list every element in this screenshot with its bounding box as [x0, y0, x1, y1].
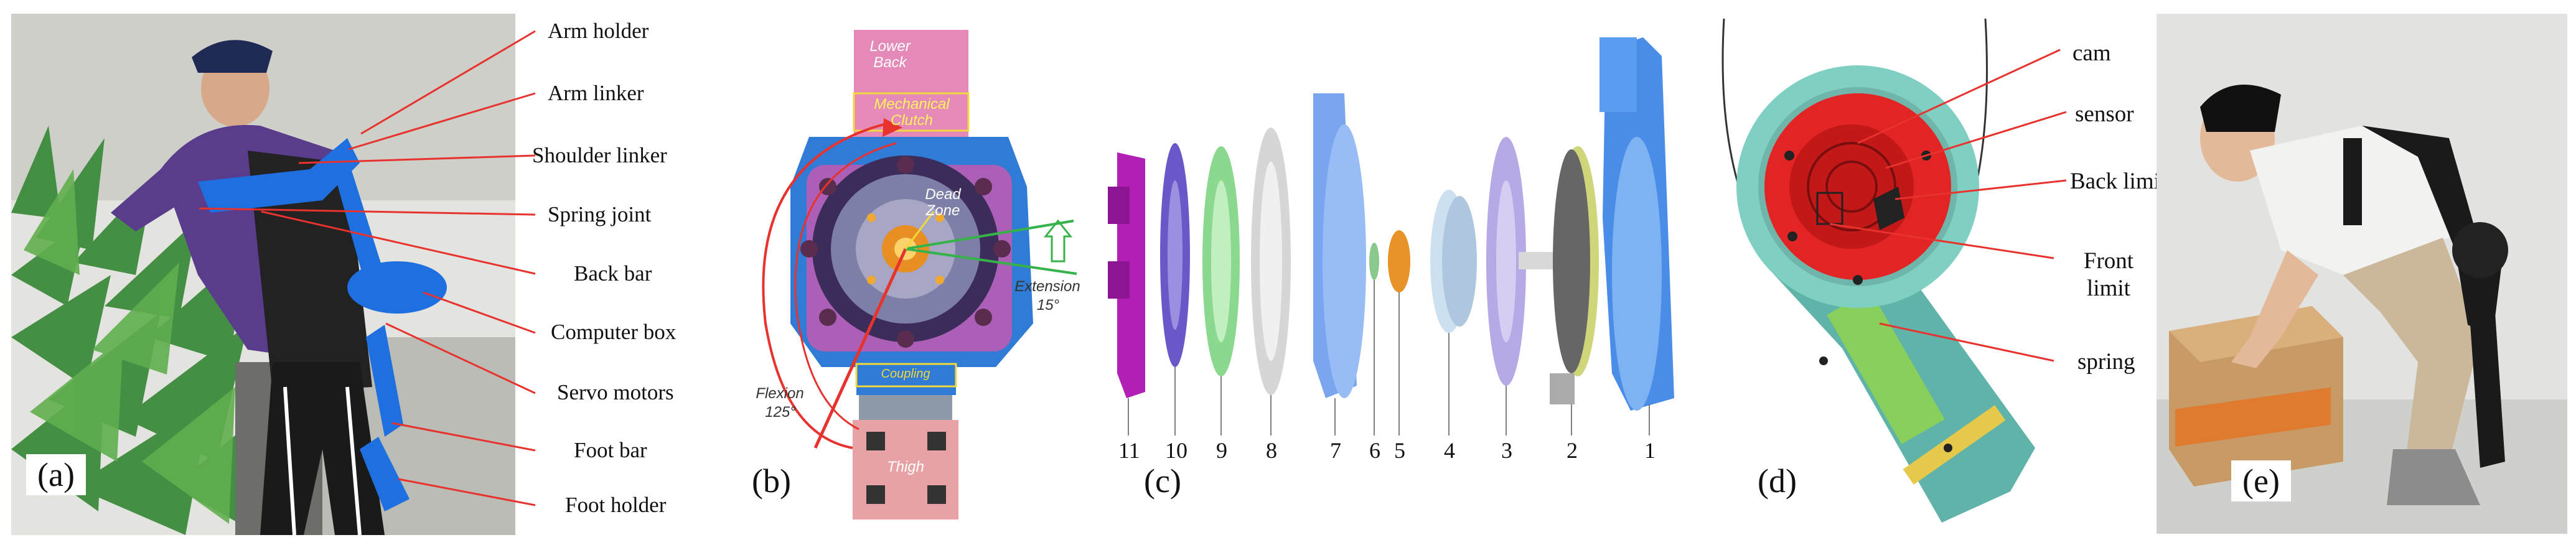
thigh-label: Thigh — [886, 459, 925, 475]
label-computer-box: Computer box — [551, 320, 677, 344]
label-foot-holder: Foot holder — [565, 493, 667, 517]
extension-label: Extension — [1014, 278, 1080, 295]
part-number-10: 10 — [1165, 438, 1187, 463]
panel-c-caption: (c) — [1133, 460, 1192, 501]
label-cam: cam — [2073, 40, 2111, 66]
extension-angle: 15° — [1036, 297, 1060, 314]
label-back-bar: Back bar — [574, 261, 652, 286]
panel-e-caption: (e) — [2231, 460, 2291, 501]
panel-d-caption: (d) — [1746, 460, 1808, 501]
part-number-8: 8 — [1266, 438, 1277, 463]
label-servo-motors: Servo motors — [557, 380, 674, 404]
label-spring: spring — [2077, 349, 2135, 375]
part-number-5: 5 — [1394, 438, 1405, 463]
flexion-label: Flexion — [756, 385, 804, 402]
label-arm-linker: Arm linker — [548, 81, 644, 105]
part-number-6: 6 — [1369, 438, 1380, 463]
dead-zone-label: Dead Zone — [925, 186, 961, 220]
part-number-11: 11 — [1118, 438, 1140, 463]
part-number-2: 2 — [1567, 438, 1578, 463]
part-number-4: 4 — [1444, 438, 1455, 463]
flexion-angle: 125° — [765, 404, 796, 421]
panel-e: (e) — [2157, 14, 2567, 534]
label-front-limit: Front limit — [2083, 248, 2134, 302]
mechanical-clutch-label: Mechanical Clutch — [874, 96, 950, 129]
panel-a-caption: (a) — [26, 454, 86, 495]
panel-e-photo — [2157, 14, 2567, 534]
label-foot-bar: Foot bar — [574, 438, 647, 462]
part-number-9: 9 — [1216, 438, 1227, 463]
lower-back-label: Lower Back — [869, 38, 911, 72]
part-number-3: 3 — [1501, 438, 1512, 463]
panel-b-caption: (b) — [741, 460, 802, 501]
label-spring-joint: Spring joint — [548, 202, 652, 226]
part-number-1: 1 — [1644, 438, 1656, 463]
coupling-label: Coupling — [881, 367, 930, 381]
label-arm-holder: Arm holder — [548, 19, 649, 43]
label-sensor: sensor — [2075, 101, 2134, 127]
label-back-limit: Back limit — [2070, 169, 2167, 194]
part-number-7: 7 — [1330, 438, 1341, 463]
label-shoulder-linker: Shoulder linker — [532, 143, 667, 167]
